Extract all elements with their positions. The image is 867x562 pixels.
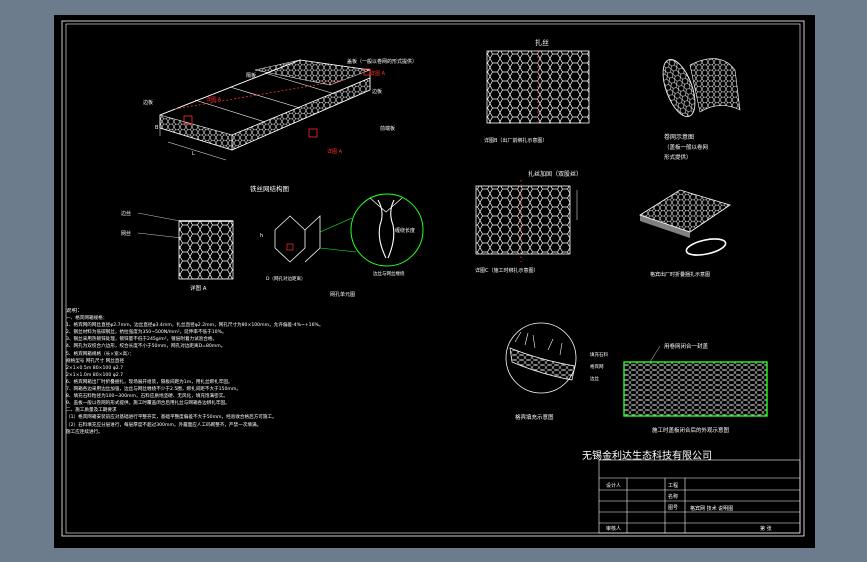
tie-title: 扎丝 (535, 38, 549, 47)
weave-structure: 铁丝网结构图 边丝 网丝 详图 A h D（网孔对边距离） 网孔单元图 缠绕长度… (121, 184, 424, 298)
folded-bundle: 格宾出厂时折叠捆扎示意图 (639, 189, 731, 278)
note-line: 6、格宾网箱出厂时折叠捆扎，现场展开组装，隔板间距为1m，用扎丝绑扎牢固。 (66, 379, 233, 385)
twist-note: 边丝与网丝缠绕 (373, 270, 405, 277)
front-board-label: 前端板 (380, 125, 395, 132)
inner-border (65, 23, 801, 534)
stone-label-2: 格宾网 (590, 363, 604, 370)
note-line: 9、盖板一般以卷网的形式提供，施工时覆盖闭合后用扎丝与网箱各边绑扎牢固。 (66, 401, 230, 407)
dim-l-label: L (192, 151, 195, 157)
tie-spiral-panel: 扎丝加固（双股丝） 详图C（施工时绑扎示意图） (475, 170, 582, 274)
finish-note: 用卷网闭合一封盖 (664, 342, 709, 350)
project-label: 工程 (668, 482, 678, 489)
roll-title: 卷网示意图 (664, 133, 694, 141)
sheet-label: 第 张 (760, 525, 772, 532)
drawing-no-label: 图号 (668, 505, 678, 511)
note-line: 规格型号 网孔尺寸 网丝直径 (66, 358, 125, 364)
detail-a-label: 详图 A (190, 284, 207, 292)
tie-spiral-title: 扎丝加固（双股丝） (528, 170, 582, 178)
name-label: 名称 (668, 493, 678, 500)
note-line: 3、钢丝采用热镀锌处理，镀锌量不低于245g/m²，镀层附着力试验合格。 (66, 337, 218, 343)
detail-c-label: 详图C（施工时绑扎示意图） (475, 267, 539, 274)
detail-a-top-label: 详图 A (370, 70, 386, 77)
detail-a-left-label: 详图 A (206, 96, 222, 103)
twist-label: 缠绕长度 (395, 227, 415, 234)
note-line: 4、网孔为双绞合六边形，绞合长度不小于50mm，网孔对边距离D=80mm。 (66, 344, 226, 350)
weave-title: 铁丝网结构图 (250, 184, 289, 193)
note-line: 7、网箱各边采用边丝加强，边丝与网丝缠绕不少于2.5圈，绑扎间距不大于150mm… (66, 387, 241, 393)
fold-note: 格宾出厂时折叠捆扎示意图 (650, 271, 710, 278)
side-left-label: 边板 (143, 99, 153, 106)
notes-lines: 一、格宾网箱规格：1、格宾网的网丝直径φ2.7mm，边丝直径φ3.4mm，扎丝直… (66, 315, 418, 436)
lid-note-label: 盖板（一般以卷网的形式提供） (347, 58, 417, 65)
outer-border (61, 20, 805, 537)
technical-notes: 说明： 一、格宾网箱规格：1、格宾网的网丝直径φ2.7mm，边丝直径φ3.4mm… (66, 308, 418, 436)
partition-label: 隔板 (246, 72, 256, 79)
company-name: 无锡金利达生态科技有限公司 (582, 451, 712, 462)
gabion-box-view: 盖板（一般以卷网的形式提供） 详图 A 详图 A 隔板 边板 边板 前端板 详图… (143, 58, 417, 161)
mesh-unit-label: 网孔单元图 (330, 291, 355, 298)
fill-title: 格宾填充示意图 (515, 413, 554, 421)
note-line: 2、钢丝材料为低碳钢丝，抗拉强度为350~500N/mm²，延伸率不低于10%。 (66, 330, 227, 336)
dim-label: h (260, 233, 263, 239)
note-line: 5、格宾网箱规格（长×宽×高）： (66, 351, 135, 357)
roll-note-2: 形式提供） (664, 153, 692, 161)
roll-note-1: （盖板一般以卷网 (664, 143, 709, 151)
note-line: 施工应连续进行。 (66, 429, 103, 435)
dim-b-label: B (155, 125, 159, 131)
title-block (598, 459, 801, 534)
mesh-wire-label: 网丝 (121, 230, 131, 237)
designer-label: 设计人 (606, 482, 621, 489)
note-line: 二、施工质量及工期要求 (66, 408, 117, 414)
note-line: （1）格宾网箱安装前应对基础进行平整夯实，基础平整度偏差不大于50mm，经验收合… (66, 415, 277, 421)
note-line: 1、格宾网的网丝直径φ2.7mm，边丝直径φ3.4mm，扎丝直径φ2.2mm，网… (66, 323, 324, 329)
finished-gabion: 用卷网闭合一封盖 施工时盖板闭合后的外观示意图 (623, 342, 768, 434)
note-line: 2×1×0.5m 80×100 φ2.7 (66, 365, 124, 371)
note-line: 8、填充石料粒径为100~300mm，石料应质地坚硬、无风化，填充饱满密实。 (66, 394, 228, 400)
finish-title: 施工时盖板闭合后的外观示意图 (652, 426, 730, 434)
tie-wire-panel: 扎丝 详图B（出厂前绑扎示意图） (484, 38, 590, 144)
detail-a-bottom-label: 详图 A (327, 148, 343, 155)
stone-fill-view: 填充石料 格宾网 边丝 格宾填充示意图 (505, 322, 608, 421)
roll-view: 卷网示意图 （盖板一般以卷网 形式提供） (662, 58, 741, 161)
drawing-title: 格宾网 技术 说明图 (690, 505, 733, 512)
note-line: 一、格宾网箱规格： (66, 316, 108, 322)
notes-title: 说明： (66, 308, 83, 314)
checker-label: 审核人 (606, 525, 621, 532)
side-right-label: 边板 (372, 88, 382, 95)
note-line: 2×1×1.0m 80×100 φ2.7 (66, 372, 124, 378)
stone-label-3: 边丝 (590, 375, 599, 382)
edge-wire-label: 边丝 (121, 210, 131, 217)
detail-b-label: 详图B（出厂前绑扎示意图） (484, 137, 547, 144)
wire-spec-1: D（网孔对边距离） (266, 275, 305, 282)
stone-label-1: 填充石料 (590, 351, 608, 358)
note-line: （2）石料填充应分层进行，每层厚度不超过300mm，外露面应人工码砌整齐，严禁一… (66, 422, 262, 428)
